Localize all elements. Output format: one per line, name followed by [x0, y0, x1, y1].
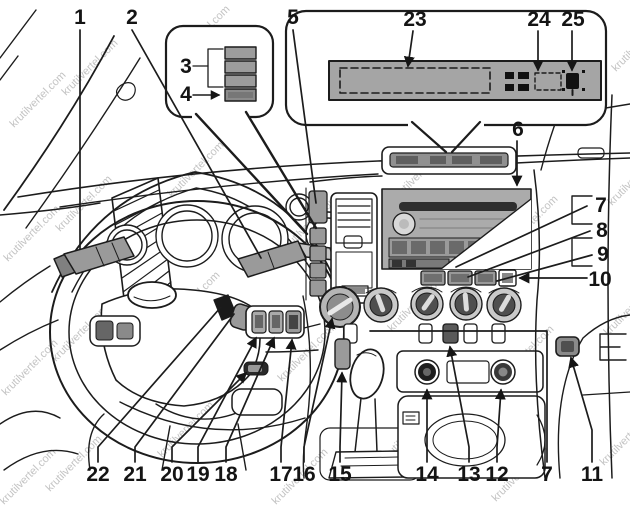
callout-bracket-3	[207, 48, 224, 88]
cupholder-console	[397, 395, 546, 479]
callout-line-16	[303, 317, 336, 463]
inset-tail-line	[410, 120, 448, 154]
climate-knob-1	[363, 287, 399, 323]
mirror-control-knob	[319, 286, 361, 328]
a-pillar-left	[0, 9, 141, 471]
callout-label-19: 19	[186, 463, 209, 486]
callout-label-17: 17	[269, 463, 292, 486]
center-switch-column	[308, 190, 328, 297]
power-outlet-left	[414, 359, 440, 385]
defroster-vent	[381, 146, 517, 175]
door-handle-shape	[599, 333, 627, 361]
callout-line-23	[403, 30, 415, 68]
callout-label-7-right: 7	[595, 194, 607, 217]
callout-line-19	[197, 336, 257, 463]
callout-line-7-bottom	[369, 330, 548, 463]
inset-tail-line	[244, 110, 318, 230]
callout-line-15	[336, 371, 348, 463]
inset-tail-line	[450, 120, 482, 154]
callout-label-22: 22	[86, 463, 109, 486]
callout-label-3: 3	[180, 55, 192, 78]
dash-top-lines	[0, 152, 630, 216]
climate-small-buttons	[343, 323, 506, 344]
callout-label-14: 14	[415, 463, 439, 486]
callout-label-25: 25	[561, 8, 585, 31]
callout-line-22	[97, 306, 222, 463]
climate-controls	[319, 286, 522, 344]
display-icons	[505, 72, 529, 91]
climate-knob-2	[410, 287, 444, 321]
fuel-door-switch	[555, 336, 580, 357]
lower-console	[319, 338, 546, 481]
callout-label-1: 1	[74, 6, 86, 29]
callout-label-6: 6	[512, 118, 524, 141]
inset-switch-stack	[224, 46, 257, 102]
watermark-text: krutilvertel.com	[610, 13, 630, 74]
steering-emblem	[127, 281, 177, 309]
inset-tail-line	[194, 112, 309, 236]
power-outlet-right	[490, 359, 516, 385]
sensor-icon	[562, 70, 585, 96]
door-pull-bracket	[571, 195, 593, 225]
callout-label-8: 8	[596, 219, 608, 242]
inset-steering-switches	[164, 24, 318, 236]
callout-label-4: 4	[180, 83, 192, 106]
watermark-text: krutilvertel.com	[60, 37, 121, 98]
lower-dash-switch	[243, 361, 269, 376]
climate-knob-3	[449, 287, 483, 321]
callout-line-5	[292, 29, 317, 204]
callout-line-2	[131, 29, 262, 259]
callout-label-12: 12	[485, 463, 508, 486]
passenger-side	[533, 94, 630, 479]
callout-label-13: 13	[457, 463, 480, 486]
callout-line-18	[225, 336, 276, 463]
callout-label-10: 10	[588, 268, 611, 291]
callout-label-21: 21	[123, 463, 147, 486]
radio-unit	[381, 188, 532, 270]
callout-label-20: 20	[160, 463, 183, 486]
multi-info-display-outline	[339, 67, 491, 94]
steering-audio-buttons	[89, 315, 141, 347]
callout-line-7-right	[455, 205, 588, 268]
callout-line-21	[134, 313, 235, 463]
inset-overhead-display	[284, 9, 608, 154]
overhead-display-panel	[328, 60, 602, 101]
callout-labels: 1 2 5 23 24 25 3 4 6 7 8 9 10 22 21 20 1…	[74, 6, 612, 486]
callout-line-11	[568, 356, 593, 463]
callout-label-2: 2	[126, 6, 138, 29]
climate-knob-4	[486, 287, 522, 323]
rear-defogger-switch	[442, 323, 459, 344]
callout-line-17	[280, 338, 297, 463]
radio-lower-buttons	[420, 270, 497, 286]
steering-wheel	[49, 200, 345, 471]
callout-label-11: 11	[581, 463, 604, 486]
gear-shifter	[319, 348, 421, 481]
callout-label-18: 18	[214, 463, 238, 486]
cd-slot	[399, 202, 517, 211]
callout-label-9: 9	[597, 243, 609, 266]
callout-label-23: 23	[403, 8, 426, 31]
callout-label-5: 5	[287, 6, 299, 29]
turn-signal-stalk	[53, 236, 135, 278]
callout-line-8	[467, 230, 591, 278]
center-vent	[330, 192, 378, 304]
coin-tray	[231, 388, 283, 416]
callout-lines	[79, 29, 593, 463]
callout-line-13	[446, 345, 470, 463]
console-switch	[334, 338, 351, 370]
callout-line-20	[171, 371, 248, 463]
watermark-text: krutilvertel.com	[166, 139, 227, 200]
callout-line-9	[496, 254, 593, 282]
watermark-text: krutilvertel.com	[598, 407, 630, 468]
callout-line-12	[494, 388, 506, 463]
callout-label-7-bottom: 7	[541, 463, 553, 486]
callout-label-16: 16	[292, 463, 315, 486]
callout-label-15: 15	[328, 463, 352, 486]
dash-switch-panel	[245, 305, 305, 339]
clock-display-outline	[534, 72, 562, 91]
watermark-text: krutilvertel.com	[8, 69, 69, 130]
callout-label-24: 24	[527, 8, 551, 31]
